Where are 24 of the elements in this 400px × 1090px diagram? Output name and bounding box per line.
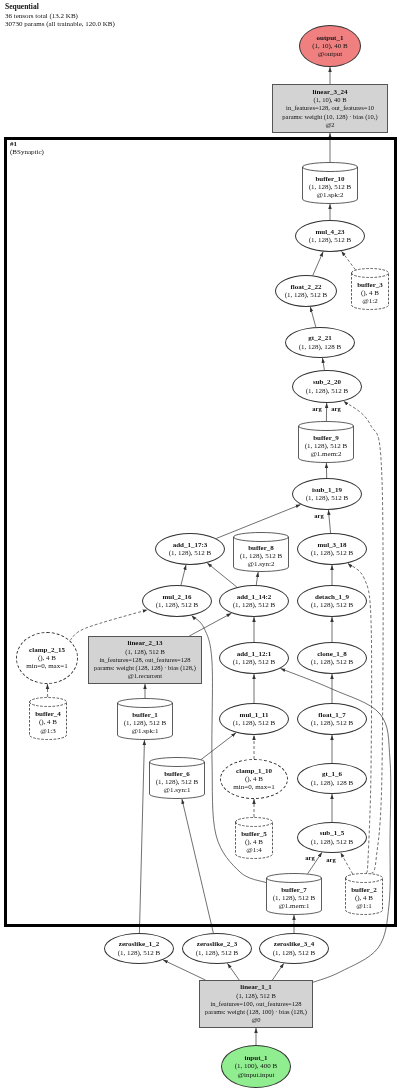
module-cluster bbox=[4, 137, 397, 927]
operation-ellipse bbox=[219, 642, 289, 674]
buffer-cylinder bbox=[235, 817, 273, 859]
buffer-cylinder bbox=[117, 698, 173, 740]
operation-ellipse bbox=[155, 533, 225, 565]
buffer-cylinder bbox=[302, 162, 358, 204]
operation-ellipse bbox=[142, 585, 212, 617]
operation-ellipse bbox=[275, 275, 337, 307]
buffer-cylinder bbox=[345, 873, 383, 915]
operation-ellipse bbox=[104, 933, 174, 964]
buffer-cylinder bbox=[298, 421, 354, 463]
operation-ellipse bbox=[297, 763, 367, 794]
buffer-cylinder bbox=[29, 697, 67, 740]
operation-ellipse bbox=[297, 703, 367, 735]
buffer-cylinder bbox=[266, 873, 322, 915]
buffer-cylinder bbox=[351, 268, 389, 310]
buffer-cylinder bbox=[233, 532, 289, 572]
layer-box bbox=[88, 636, 202, 684]
operation-ellipse bbox=[297, 585, 367, 617]
operation-ellipse bbox=[292, 478, 362, 510]
layer-box bbox=[272, 84, 388, 133]
layer-box bbox=[199, 980, 313, 1028]
buffer-cylinder bbox=[149, 757, 205, 799]
operation-ellipse bbox=[297, 822, 367, 853]
